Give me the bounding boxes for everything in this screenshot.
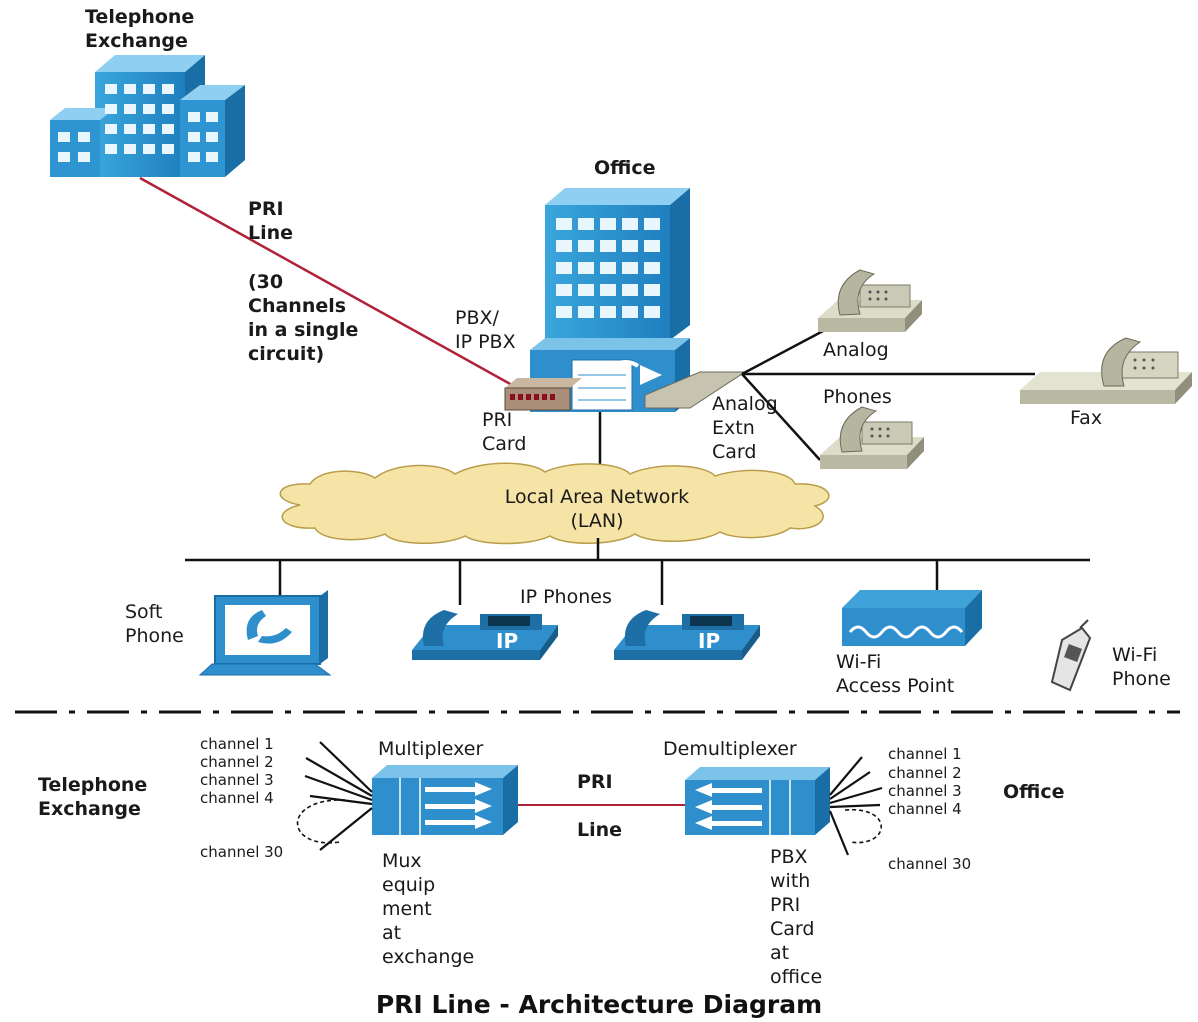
- left-channel-label: channel 2: [200, 753, 274, 771]
- soft-phone-computer-icon: [198, 590, 332, 676]
- left-channel-label: channel 1: [200, 735, 274, 753]
- right-channel-label: channel 30: [888, 855, 972, 873]
- analog-extn-card-icon: [644, 371, 747, 409]
- left-channel-label: channel 3: [200, 771, 274, 789]
- mux-note: Mux equip ment at exchange: [382, 850, 475, 968]
- diagram-title: PRI Line - Architecture Diagram: [375, 990, 823, 1019]
- right-channel-label: channel 1: [888, 745, 962, 763]
- demux-office-label: Office: [1003, 781, 1065, 803]
- soft-phone-label: Soft Phone: [125, 601, 184, 647]
- lan-cloud-icon: [279, 462, 830, 545]
- ip-phone-icon: IP: [412, 610, 558, 660]
- analog-label: Analog: [823, 339, 889, 361]
- multiplexer-label: Multiplexer: [378, 738, 484, 760]
- right-channel-label: channel 4: [888, 800, 962, 818]
- channels-note: (30 Channels in a single circuit): [248, 271, 359, 365]
- right-channel-lines: [828, 756, 883, 856]
- wifi-phone-icon: [1050, 619, 1092, 692]
- right-channel-label: channel 2: [888, 764, 962, 782]
- exchange-building-icon: [50, 55, 245, 177]
- analog-phone-icon: [820, 406, 924, 469]
- mux-exchange-label: Telephone Exchange: [38, 774, 148, 820]
- ip-badge-text: IP: [698, 629, 720, 653]
- demultiplexer-label: Demultiplexer: [663, 738, 797, 760]
- ip-badge-text: IP: [496, 629, 518, 653]
- wifi-access-point-icon: [842, 590, 982, 646]
- ip-phones-label: IP Phones: [520, 586, 612, 608]
- lan-label: Local Area Network (LAN): [504, 486, 690, 532]
- wifi-phone-label: Wi-Fi Phone: [1112, 644, 1171, 690]
- link-analog-phone-bottom: [741, 373, 821, 461]
- exchange-label: Telephone Exchange: [85, 6, 195, 52]
- left-channel-ellipsis: [296, 799, 346, 844]
- pri-line-label: PRI Line: [248, 198, 294, 244]
- demultiplexer-device-icon: [685, 767, 830, 835]
- line-label: Line: [577, 819, 623, 841]
- pri-line-connection: [139, 176, 513, 387]
- pri-card-label: PRI Card: [482, 409, 527, 455]
- pbx-note: PBX with PRI Card at office: [770, 846, 823, 988]
- wifi-access-point-label: Wi-Fi Access Point: [836, 651, 955, 697]
- fax-machine-icon: [1020, 337, 1192, 404]
- left-channel-label: channel 30: [200, 843, 284, 861]
- left-channel-label: channel 4: [200, 789, 274, 807]
- pri-label: PRI: [577, 771, 613, 793]
- multiplexer-device-icon: [372, 765, 518, 835]
- analog-phone-icon: [818, 269, 922, 332]
- office-building-icon: [545, 188, 690, 340]
- fax-label: Fax: [1070, 407, 1103, 429]
- office-label: Office: [594, 157, 656, 179]
- ip-phone-icon: IP: [614, 610, 760, 660]
- pbx-label: PBX/ IP PBX: [455, 307, 516, 353]
- phones-label: Phones: [823, 386, 892, 408]
- right-channel-label: channel 3: [888, 782, 962, 800]
- left-channel-lines: [304, 741, 373, 851]
- analog-extn-card-label: Analog Extn Card: [712, 393, 778, 463]
- right-channel-ellipsis: [844, 809, 883, 844]
- pri-card-icon: [504, 378, 582, 411]
